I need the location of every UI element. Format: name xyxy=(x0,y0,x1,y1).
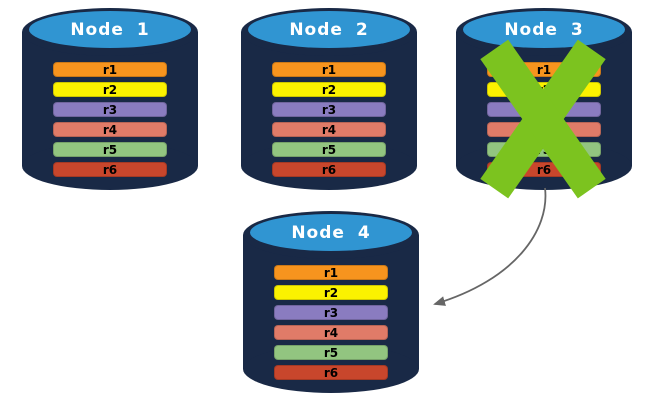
replica-stack: r1 r2 r3 r4 r5 r6 xyxy=(53,62,167,177)
replica-bar-r1: r1 xyxy=(274,265,388,280)
replica-bar-r2: r2 xyxy=(272,82,386,97)
replica-bar-r4: r4 xyxy=(274,325,388,340)
cylinder-top-face: Node 4 xyxy=(250,214,412,251)
replica-bar-r2: r2 xyxy=(53,82,167,97)
db-cylinder-node-4: Node 4 r1 r2 r3 r4 r5 r6 xyxy=(243,211,419,393)
cylinder-top-face: Node 3 xyxy=(463,11,625,48)
db-cylinder-node-3: Node 3r1r2r3r4r5r6 xyxy=(456,8,632,199)
cylinder-top-cap: Node 4 xyxy=(243,211,419,259)
replica-bar-r4: r4 xyxy=(53,122,167,137)
db-cylinder-node-1: Node 1 r1 r2 r3 r4 r5 r6 xyxy=(22,8,198,190)
cylinder-top-face: Node 2 xyxy=(248,11,410,48)
cylinder-top-cap: Node 2 xyxy=(241,8,417,56)
replica-bar-r5: r5 xyxy=(272,142,386,157)
cylinder-top-cap: Node 1 xyxy=(22,8,198,56)
replica-bar-r6: r6 xyxy=(274,365,388,380)
cylinder-top-cap: Node 3 xyxy=(456,8,632,56)
node-title: Node 2 xyxy=(289,19,369,40)
replica-bar-r3: r3 xyxy=(272,102,386,117)
replica-bar-r2: r2 xyxy=(274,285,388,300)
failover-arrow xyxy=(433,187,547,306)
node-title: Node 1 xyxy=(70,19,150,40)
replica-bar-r3: r3 xyxy=(274,305,388,320)
replica-stack: r1 r2 r3 r4 r5 r6 xyxy=(272,62,386,177)
replica-bar-r1: r1 xyxy=(272,62,386,77)
db-cylinder-node-2: Node 2 r1 r2 r3 r4 r5 r6 xyxy=(241,8,417,190)
cylinder-top-face: Node 1 xyxy=(29,11,191,48)
node-title: Node 4 xyxy=(291,222,371,243)
replica-bar-r5: r5 xyxy=(53,142,167,157)
failure-x-icon xyxy=(480,39,606,199)
replica-bar-r5: r5 xyxy=(274,345,388,360)
replica-bar-r1: r1 xyxy=(53,62,167,77)
replica-bar-r6: r6 xyxy=(272,162,386,177)
replica-bar-r4: r4 xyxy=(272,122,386,137)
replica-bar-r3: r3 xyxy=(53,102,167,117)
replica-stack: r1 r2 r3 r4 r5 r6 xyxy=(274,265,388,380)
node-title: Node 3 xyxy=(504,19,584,40)
arrow-curve xyxy=(433,187,547,306)
replica-bar-r6: r6 xyxy=(53,162,167,177)
